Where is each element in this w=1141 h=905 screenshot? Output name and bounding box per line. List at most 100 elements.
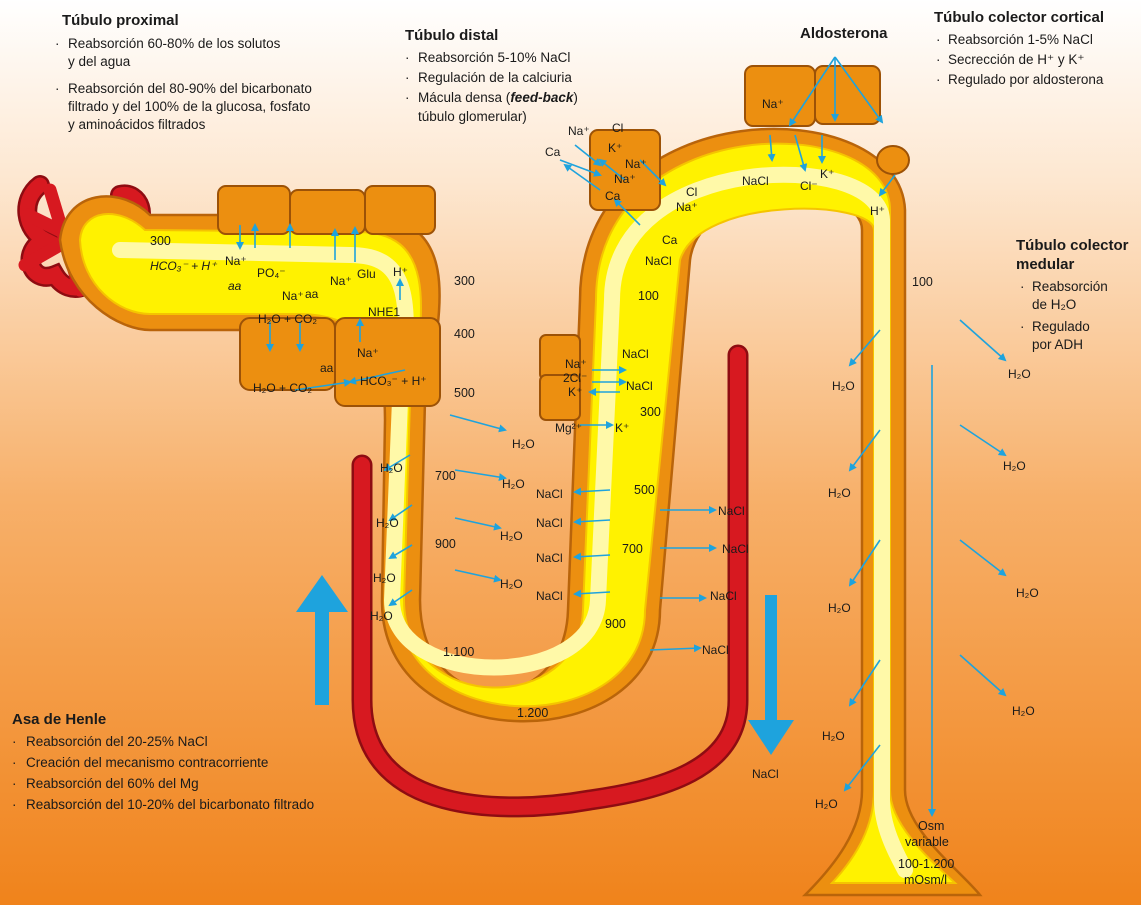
henle-bullet-3: Reabsorción del 60% del Mg bbox=[26, 776, 199, 791]
label-a900: 900 bbox=[605, 617, 626, 631]
label-nacl: NaCl bbox=[752, 767, 779, 781]
svg-text:·: · bbox=[1020, 279, 1025, 294]
label-h2o: H₂O bbox=[1003, 459, 1026, 473]
label-a500: 500 bbox=[634, 483, 655, 497]
label-h2o: H₂O bbox=[828, 601, 851, 615]
label-h2o: H₂O bbox=[512, 437, 535, 451]
label-h2o: H₂O bbox=[815, 797, 838, 811]
cortical-title: Túbulo colector cortical bbox=[934, 9, 1104, 26]
label-h2o: H₂O bbox=[500, 577, 523, 591]
medullary-title-1: Túbulo colector bbox=[1016, 237, 1129, 254]
label-nacl: NaCl bbox=[536, 551, 563, 565]
label-glu: Glu bbox=[357, 267, 376, 281]
label-d1100: 1.100 bbox=[443, 645, 474, 659]
label-h2o: H₂O bbox=[822, 729, 845, 743]
label-variable1: Osm bbox=[918, 819, 944, 833]
svg-text:·: · bbox=[405, 70, 410, 85]
label-twocl: 2Cl⁻ bbox=[563, 371, 587, 385]
label-nacl: NaCl bbox=[645, 254, 672, 268]
label-d900: 900 bbox=[435, 537, 456, 551]
label-d500: 500 bbox=[454, 386, 475, 400]
label-h2o: H₂O bbox=[380, 461, 403, 475]
label-cl: Cl bbox=[612, 121, 623, 135]
label-hplus: H⁺ bbox=[393, 265, 408, 279]
proximal-bullet-2c: y aminoácidos filtrados bbox=[68, 117, 206, 132]
label-aa: aa bbox=[320, 361, 334, 375]
label-cl: Cl bbox=[686, 185, 697, 199]
label-mg: Mg²⁺ bbox=[555, 421, 582, 435]
label-h2o: H₂O bbox=[828, 486, 851, 500]
label-h2o_co2: H₂O + CO₂ bbox=[258, 312, 317, 326]
label-kplus: K⁺ bbox=[608, 141, 622, 155]
label-nacl: NaCl bbox=[536, 589, 563, 603]
henle-bullet-2: Creación del mecanismo contracorriente bbox=[26, 755, 268, 770]
label-na: Na⁺ bbox=[565, 357, 587, 371]
medullary-bullet-1: Reabsorción bbox=[1032, 279, 1108, 294]
label-nacl: NaCl bbox=[536, 516, 563, 530]
label-a700: 700 bbox=[622, 542, 643, 556]
svg-text:·: · bbox=[12, 755, 17, 770]
label-kplus: K⁺ bbox=[568, 385, 582, 399]
label-h2o: H₂O bbox=[1016, 586, 1039, 600]
label-variable4: mOsm/l bbox=[904, 873, 947, 887]
label-h2o: H₂O bbox=[832, 379, 855, 393]
label-clminus: Cl⁻ bbox=[800, 179, 818, 193]
proximal-bullet-2b: filtrado y del 100% de la glucosa, fosfa… bbox=[68, 99, 310, 114]
label-variable3: 100-1.200 bbox=[898, 857, 954, 871]
medullary-title-2: medular bbox=[1016, 256, 1075, 273]
label-h2o: H₂O bbox=[500, 529, 523, 543]
proximal-title: Túbulo proximal bbox=[62, 12, 179, 29]
svg-text:·: · bbox=[405, 90, 410, 105]
svg-text:·: · bbox=[936, 72, 941, 87]
label-hplus: H⁺ bbox=[870, 204, 885, 218]
label-h2o: H₂O bbox=[502, 477, 525, 491]
medullary-bullet-1b: de H₂O bbox=[1032, 297, 1076, 312]
label-nacl: NaCl bbox=[718, 504, 745, 518]
label-na: Na⁺ bbox=[357, 346, 379, 360]
henle-title: Asa de Henle bbox=[12, 711, 106, 728]
label-na: Na⁺ bbox=[625, 157, 647, 171]
label-nacl: NaCl bbox=[626, 379, 653, 393]
label-po4: PO₄⁻ bbox=[257, 266, 286, 280]
proximal-bullet-1b: y del agua bbox=[68, 54, 131, 69]
label-variable2: variable bbox=[905, 835, 949, 849]
svg-text:·: · bbox=[405, 50, 410, 65]
label-c100: 100 bbox=[912, 275, 933, 289]
proximal-bullet-2: Reabsorción del 80-90% del bicarbonato bbox=[68, 81, 312, 96]
label-a100: 100 bbox=[638, 289, 659, 303]
svg-text:·: · bbox=[12, 776, 17, 791]
label-h2o: H₂O bbox=[370, 609, 393, 623]
label-kplus: K⁺ bbox=[820, 167, 834, 181]
svg-text:·: · bbox=[936, 52, 941, 67]
label-na: Na⁺ bbox=[676, 200, 698, 214]
label-na: Na⁺ bbox=[330, 274, 352, 288]
label-ca: Ca bbox=[605, 189, 621, 203]
label-hco3: HCO₃⁻ + H⁺ bbox=[150, 259, 218, 273]
label-aa: aa bbox=[305, 287, 319, 301]
proximal-bullet-1: Reabsorción 60-80% de los solutos bbox=[68, 36, 281, 51]
label-h2o: H₂O bbox=[376, 516, 399, 530]
aldosterone-label: Aldosterona bbox=[800, 25, 888, 42]
label-ca: Ca bbox=[662, 233, 678, 247]
label-d700: 700 bbox=[435, 469, 456, 483]
henle-bullet-4: Reabsorción del 10-20% del bicarbonato f… bbox=[26, 797, 314, 812]
svg-text:·: · bbox=[12, 797, 17, 812]
label-aa: aa bbox=[228, 279, 242, 293]
medullary-bullet-2b: por ADH bbox=[1032, 337, 1083, 352]
label-na: Na⁺ bbox=[614, 172, 636, 186]
label-nacl: NaCl bbox=[742, 174, 769, 188]
distal-bullet-3b: túbulo glomerular) bbox=[418, 109, 527, 124]
label-nacl: NaCl bbox=[536, 487, 563, 501]
svg-text:·: · bbox=[55, 36, 60, 51]
label-h2o: H₂O bbox=[1012, 704, 1035, 718]
cortical-bullet-2: Secrección de H⁺ y K⁺ bbox=[948, 52, 1085, 67]
label-kplus: K⁺ bbox=[615, 421, 629, 435]
label-d1200: 1.200 bbox=[517, 706, 548, 720]
label-nacl: NaCl bbox=[722, 542, 749, 556]
label-nhe1: NHE1 bbox=[368, 305, 400, 319]
label-d300: 300 bbox=[454, 274, 475, 288]
distal-bullet-3: Mácula densa (feed-back) bbox=[418, 90, 578, 105]
henle-bullet-1: Reabsorción del 20-25% NaCl bbox=[26, 734, 208, 749]
label-ca: Ca bbox=[545, 145, 561, 159]
